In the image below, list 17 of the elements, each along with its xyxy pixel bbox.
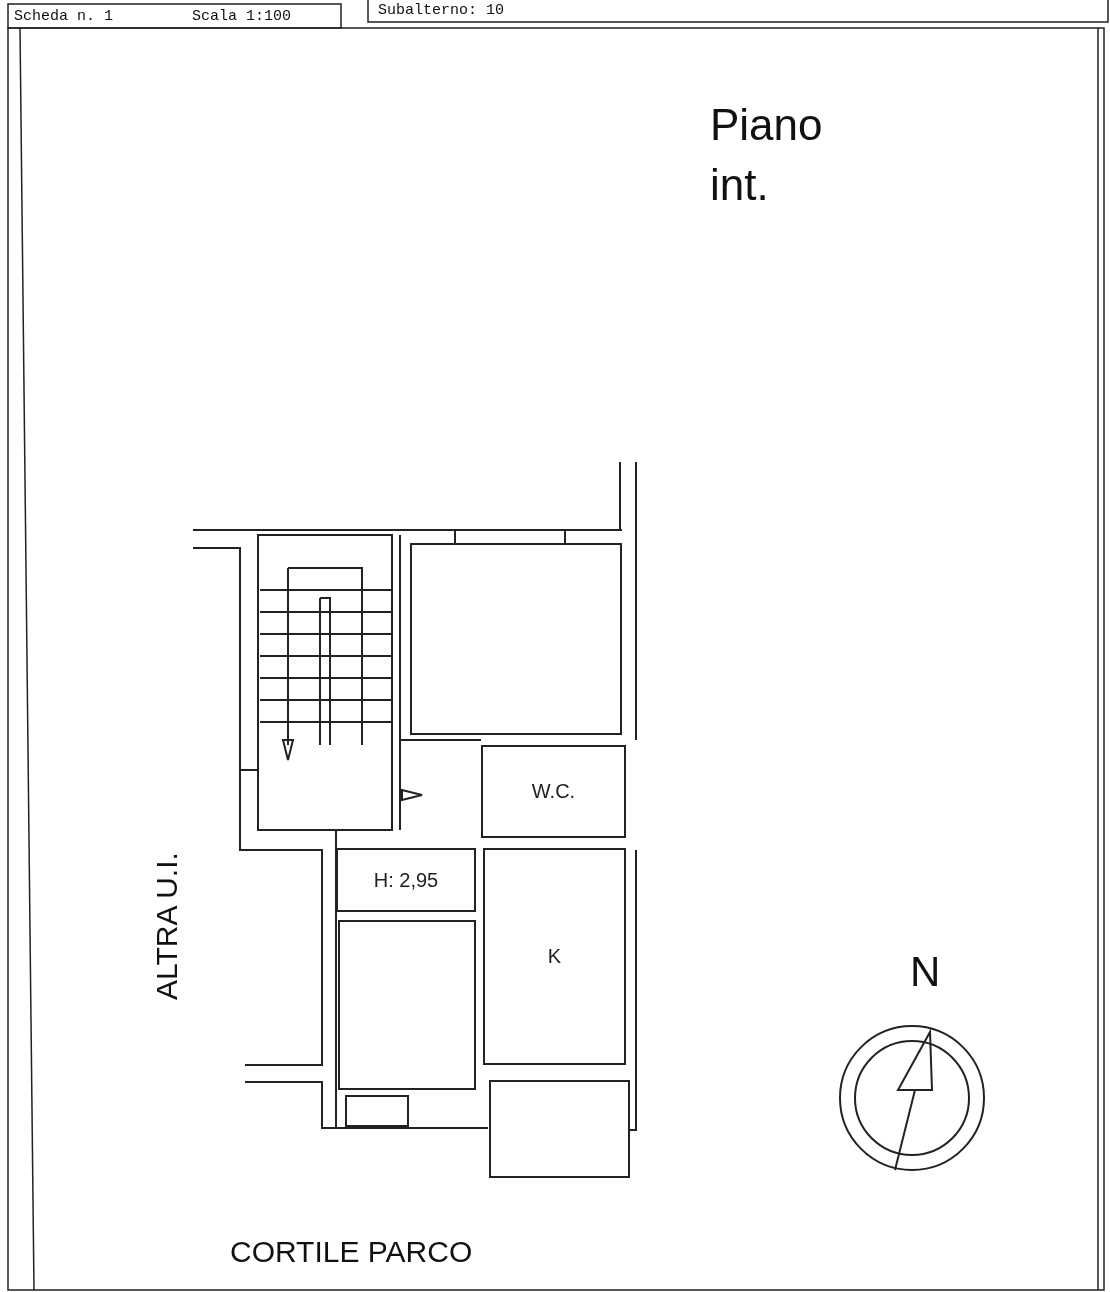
empty-room — [489, 1080, 630, 1178]
room-label: W.C. — [531, 780, 576, 803]
scale-note: Scala 1:100 — [192, 8, 292, 25]
room — [481, 745, 626, 838]
courtyard-label: CORTILE PARCO — [230, 1235, 473, 1269]
empty-room — [410, 543, 622, 735]
floor-label: Piano — [710, 100, 823, 150]
empty-room — [338, 920, 476, 1090]
sheet-number: Scheda n. 1 — [14, 8, 114, 25]
room — [336, 848, 476, 912]
header-field: Subalterno: 10 — [378, 2, 505, 19]
room-label: K — [547, 945, 562, 968]
north-label: N — [910, 948, 941, 996]
unit-label: int. — [710, 160, 769, 210]
adjacent-unit-label: ALTRA U.I. — [150, 852, 184, 1000]
room-label: H: 2,95 — [373, 868, 439, 892]
room — [483, 848, 626, 1065]
